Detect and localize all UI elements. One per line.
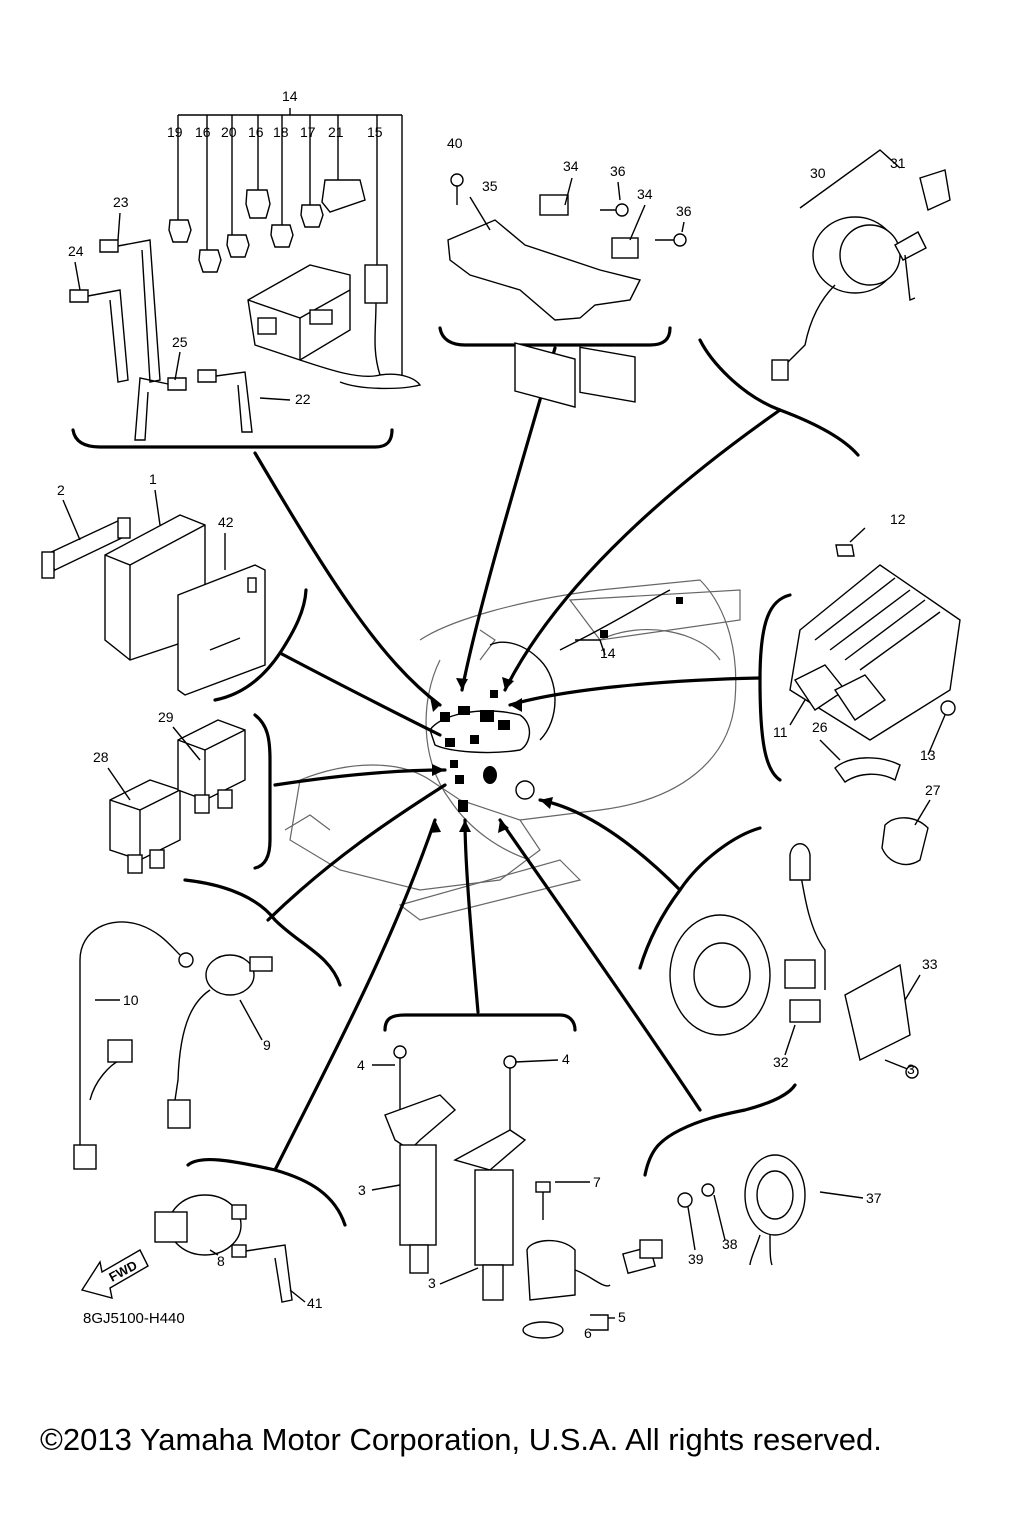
part-label: 17: [300, 124, 316, 140]
vehicle-frame-sketch: [284, 579, 741, 921]
part-label: 32: [773, 1054, 789, 1070]
part-label: 25: [172, 334, 188, 350]
part-label: 36: [610, 163, 626, 179]
part-label: 4: [562, 1051, 570, 1067]
part-label: 21: [328, 124, 344, 140]
rectifier-group: [789, 544, 961, 866]
part-label: 30: [810, 165, 826, 181]
part-label: 3: [907, 1061, 915, 1077]
part-label: 3: [428, 1275, 436, 1291]
ecu-group: [41, 514, 266, 696]
part-label: 14: [600, 645, 616, 661]
part-label: 11: [773, 724, 788, 740]
fwd-arrow-icon: FWD: [80, 1249, 149, 1299]
part-label: 10: [123, 992, 139, 1008]
part-label: 7: [593, 1174, 601, 1190]
part-label: 22: [295, 391, 311, 407]
part-label: 39: [688, 1251, 704, 1267]
sensor-37-group: [677, 1154, 806, 1266]
main-switch-group: [771, 149, 951, 381]
part-label: 24: [68, 243, 84, 259]
part-label: 26: [812, 719, 828, 735]
part-label: 23: [113, 194, 129, 210]
part-label: 35: [482, 178, 498, 194]
part-label: 16: [248, 124, 264, 140]
part-label: 14: [282, 88, 298, 104]
part-label: 1: [149, 471, 157, 487]
part-label: 34: [637, 186, 653, 202]
part-label: 12: [890, 511, 906, 527]
part-label: 13: [920, 747, 936, 763]
part-label: 19: [167, 124, 183, 140]
ignition-coils-group: [384, 1045, 527, 1301]
speed-sensor-group: [522, 1181, 663, 1339]
sensor-lead-group: [73, 921, 273, 1170]
part-label: 20: [221, 124, 237, 140]
group-brackets: [71, 326, 860, 1227]
part-label: 3: [358, 1182, 366, 1198]
label-leader-ticks: [62, 177, 946, 1331]
part-label: 16: [195, 124, 211, 140]
part-label: 9: [263, 1037, 271, 1053]
part-label: 42: [218, 514, 234, 530]
pressure-sensor-group: [154, 1194, 293, 1303]
part-label: 18: [273, 124, 289, 140]
part-label: 31: [890, 155, 906, 171]
relays-group: [109, 719, 246, 874]
part-label: 15: [367, 124, 383, 140]
part-label: 41: [307, 1295, 323, 1311]
part-label: 5: [618, 1309, 626, 1325]
part-labels: 14 19 16 20 16 18 17 21 15 23 24 25 22 4…: [57, 88, 941, 1341]
part-label: 34: [563, 158, 579, 174]
crank-sensor-group: [669, 843, 919, 1079]
part-label: 2: [57, 482, 65, 498]
part-label: 33: [922, 956, 938, 972]
part-label: 28: [93, 749, 109, 765]
part-label: 36: [676, 203, 692, 219]
drawing-code: 8GJ5100-H440: [83, 1310, 185, 1327]
part-label: 27: [925, 782, 941, 798]
part-label: 6: [584, 1325, 592, 1341]
part-label: 40: [447, 135, 463, 151]
copyright-notice: ©2013 Yamaha Motor Corporation, U.S.A. A…: [40, 1422, 882, 1457]
part-label: 29: [158, 709, 174, 725]
fuse-box-group: [69, 108, 422, 441]
part-label: 38: [722, 1236, 738, 1252]
part-label: 8: [217, 1253, 225, 1269]
relay-bracket-group: [447, 173, 687, 408]
leader-lines: [253, 346, 782, 1172]
wire-harness-cluster: [429, 597, 683, 812]
part-label: 4: [357, 1057, 365, 1073]
part-label: 37: [866, 1190, 882, 1206]
